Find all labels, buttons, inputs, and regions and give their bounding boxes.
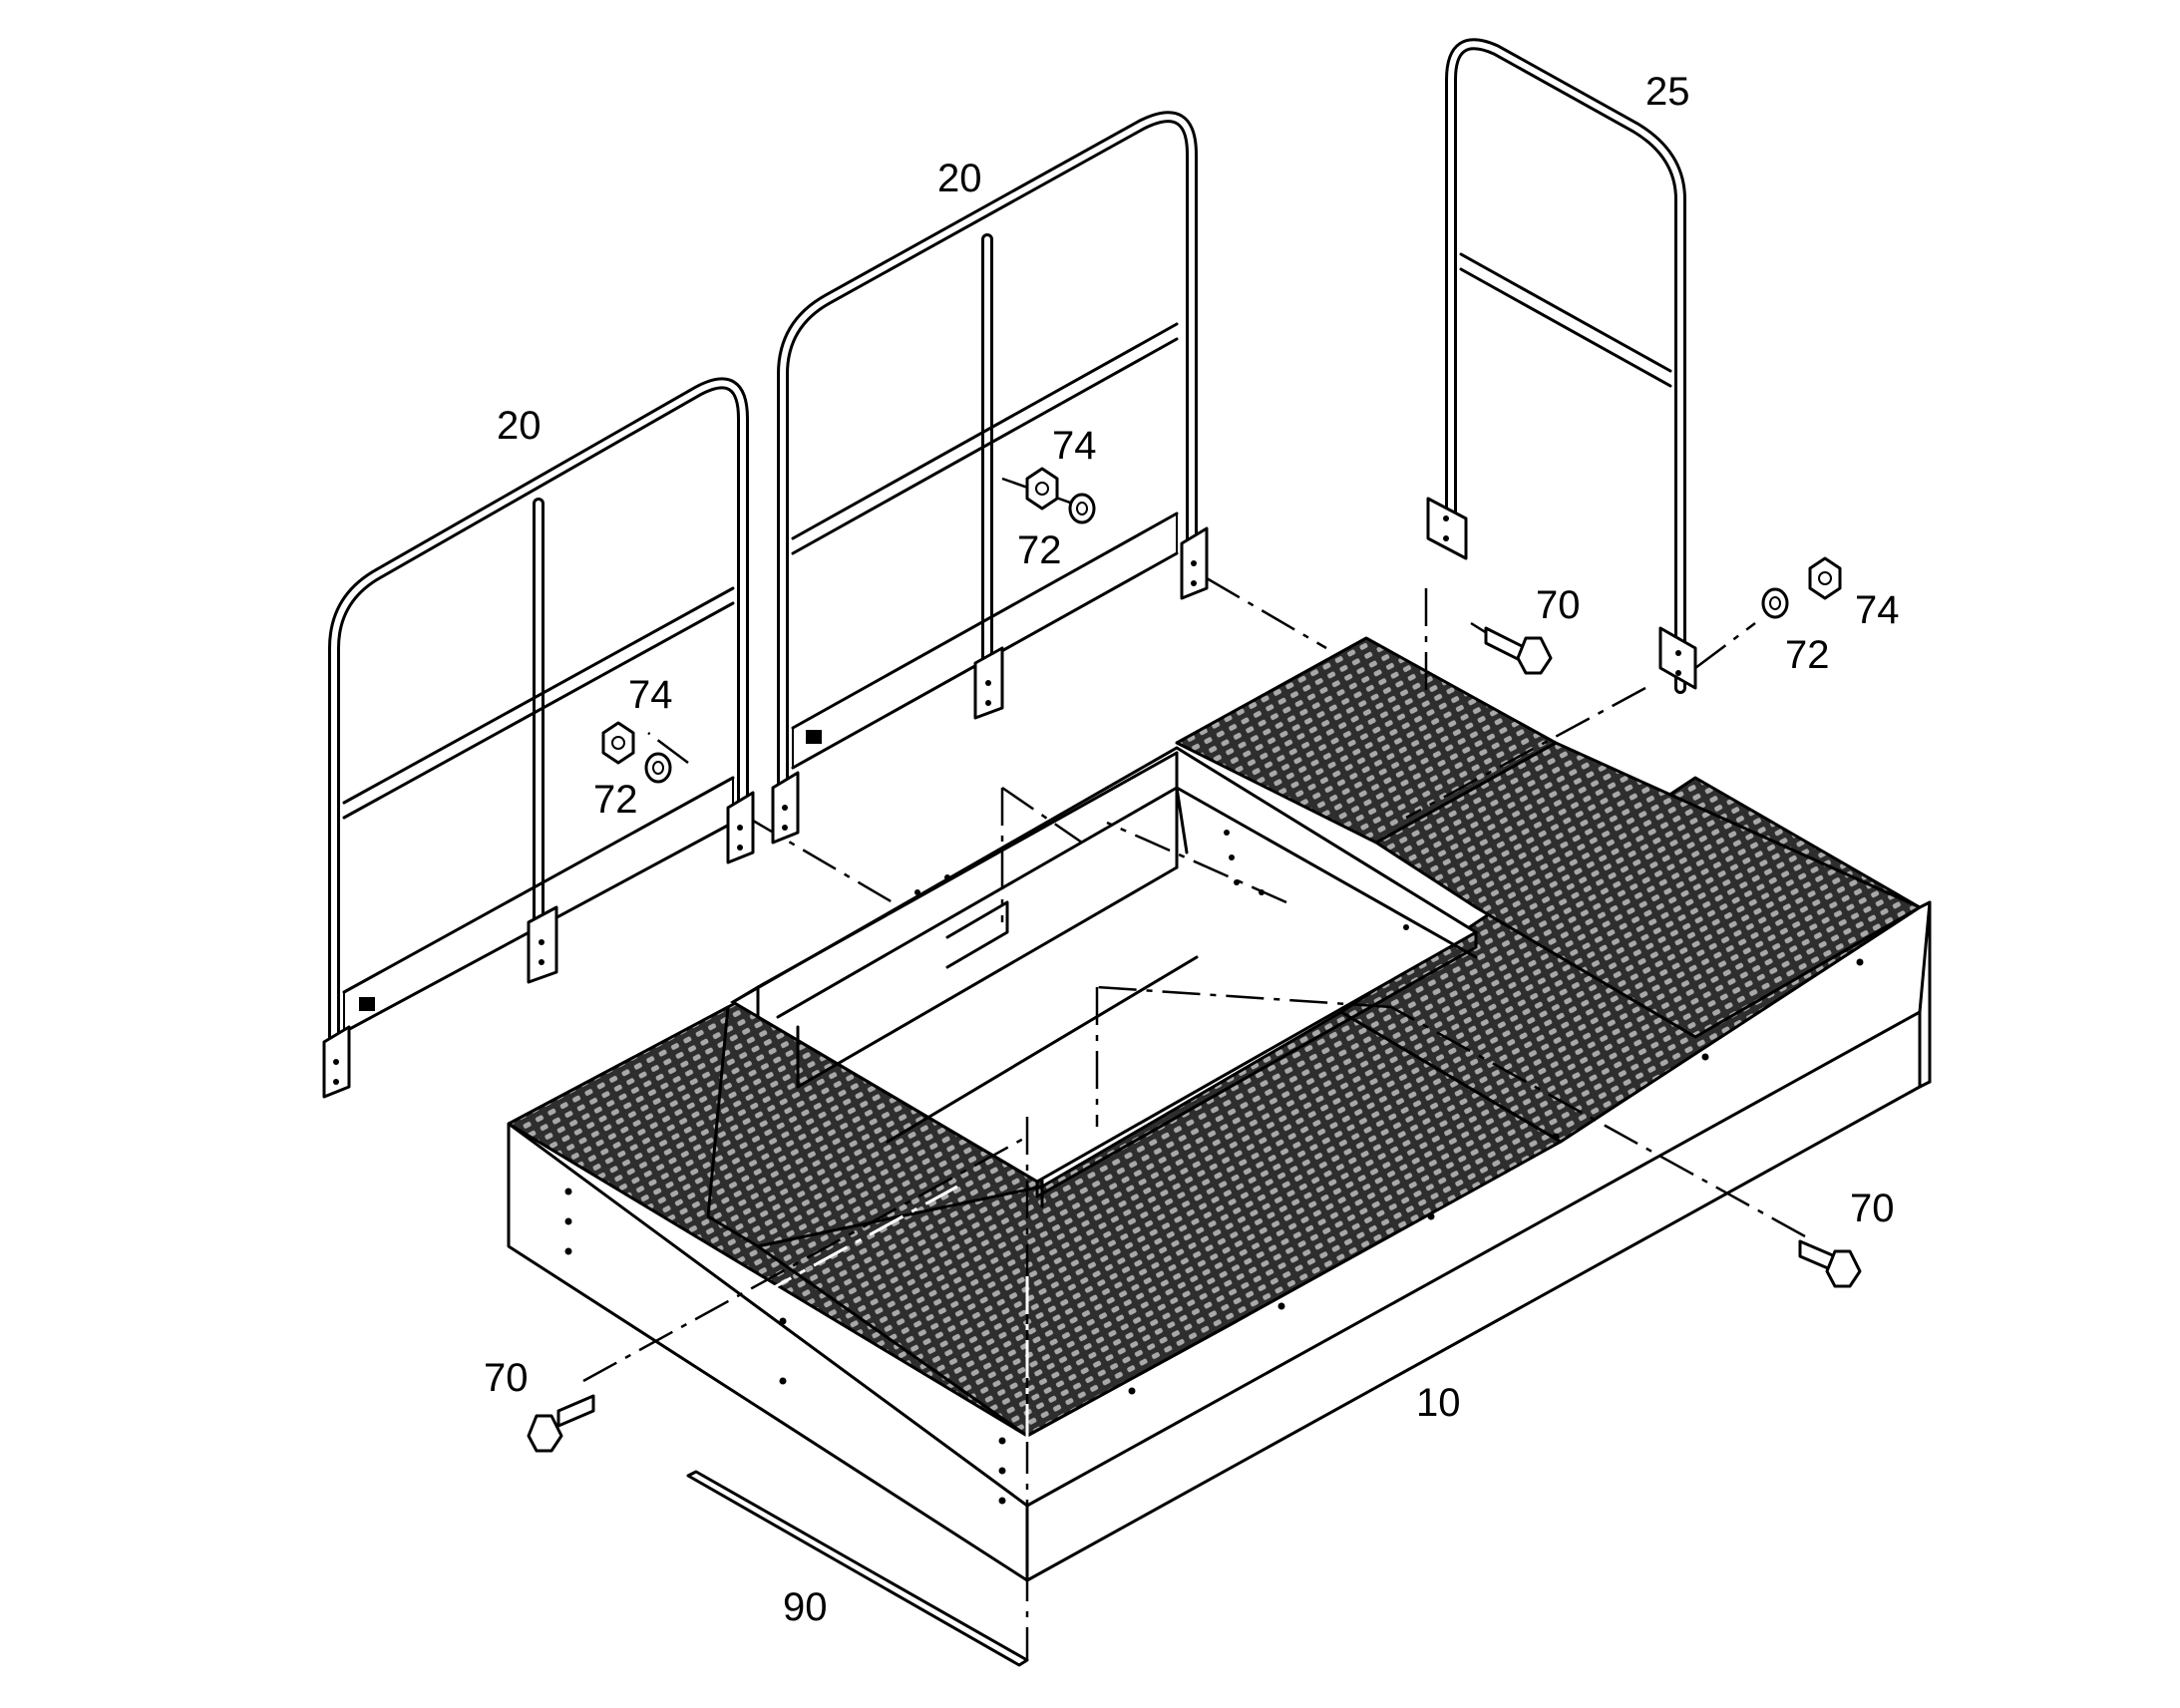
callout-74-right: 74 <box>1855 588 1900 632</box>
handrail-left <box>322 377 755 1099</box>
callout-72-mid: 72 <box>1017 528 1062 572</box>
nut-74-right <box>1808 556 1842 600</box>
nut-74-left <box>601 721 635 765</box>
face-holes <box>564 958 1864 1505</box>
callout-74-left: 74 <box>628 673 673 717</box>
callout-70-left: 70 <box>484 1356 529 1400</box>
callout-10: 10 <box>1416 1381 1461 1425</box>
callout-70-top: 70 <box>1536 583 1581 627</box>
nut-74-mid <box>1025 467 1059 511</box>
grating-panel-right-back <box>1374 741 1922 1039</box>
handrail-middle <box>771 111 1209 845</box>
bolt-70-top <box>1484 626 1553 675</box>
washer-72-right <box>1761 587 1789 619</box>
callout-25: 25 <box>1645 70 1690 114</box>
trim-strip-90 <box>686 1470 1029 1667</box>
callout-90: 90 <box>783 1585 828 1629</box>
callout-20-mid: 20 <box>937 157 982 200</box>
callout-labels: 10 20 20 25 70 70 70 72 72 72 74 74 74 9… <box>484 70 1900 1629</box>
bolt-70-left <box>527 1394 595 1453</box>
washer-72-left <box>644 752 672 784</box>
handrail-right <box>1426 38 1697 694</box>
washer-72-mid <box>1068 493 1096 524</box>
platform-base <box>507 636 1932 1582</box>
callout-72-right: 72 <box>1785 633 1830 677</box>
callout-70-right: 70 <box>1850 1187 1895 1230</box>
callout-72-left: 72 <box>593 778 638 822</box>
callout-20-left: 20 <box>497 404 542 448</box>
bolt-70-right <box>1798 1239 1862 1288</box>
callout-74-mid: 74 <box>1052 424 1097 468</box>
